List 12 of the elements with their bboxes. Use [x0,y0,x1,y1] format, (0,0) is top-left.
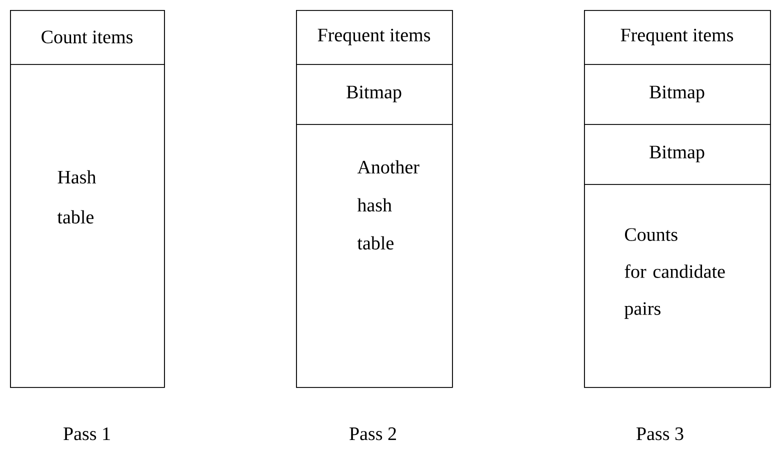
memory-region: Hash table [10,64,165,388]
memory-band: Bitmap [296,64,453,125]
pass-label: Pass 2 [350,427,396,440]
pass-label: Pass 3 [636,427,684,440]
memory-region: Counts for candidate pairs [584,184,771,388]
memory-band: Bitmap [584,64,771,125]
memory-band: Count items [10,10,165,65]
memory-region: Another hash table [296,124,453,388]
memory-band: Bitmap [584,124,771,185]
pass-label: Pass 1 [64,427,110,440]
memory-band: Frequent items [296,10,453,65]
memory-band: Frequent items [584,10,771,65]
